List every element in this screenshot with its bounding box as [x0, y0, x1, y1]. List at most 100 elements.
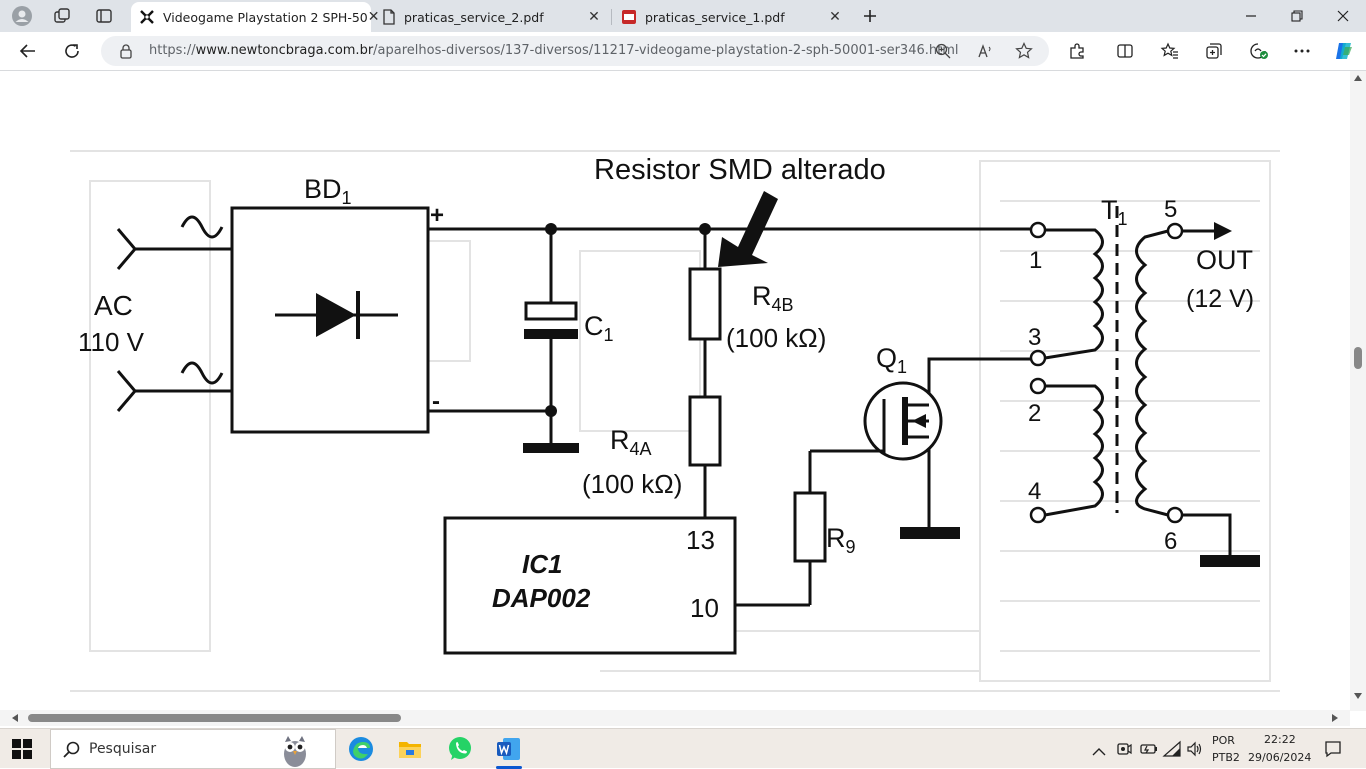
horizontal-scrollbar[interactable]	[0, 710, 1350, 726]
tab-close-icon[interactable]: ✕	[588, 9, 600, 25]
scroll-up-icon[interactable]	[1354, 75, 1362, 81]
vertical-scroll-thumb[interactable]	[1354, 347, 1362, 369]
c1-label: C1	[584, 311, 614, 345]
favorites-icon[interactable]	[1156, 38, 1184, 64]
tab-videogame[interactable]: Videogame Playstation 2 SPH-50 ✕	[131, 2, 379, 32]
diode-symbol	[275, 291, 398, 339]
word-icon[interactable]	[496, 736, 522, 766]
settings-more-icon[interactable]	[1288, 38, 1316, 64]
plus-terminal-label: +	[430, 202, 444, 229]
navigation-bar: https://www.newtoncbraga.com.br/aparelho…	[0, 32, 1366, 70]
browser-essentials-icon[interactable]	[1245, 38, 1273, 64]
tab-title: Videogame Playstation 2 SPH-50	[163, 9, 368, 25]
capacitor-c1	[524, 301, 578, 339]
tab-title: praticas_service_1.pdf	[645, 9, 785, 25]
ic1-label: IC1	[522, 549, 562, 579]
address-bar[interactable]: https://www.newtoncbraga.com.br/aparelho…	[101, 36, 1049, 66]
url-text[interactable]: https://www.newtoncbraga.com.br/aparelho…	[149, 43, 959, 58]
split-screen-icon[interactable]	[1111, 38, 1139, 64]
lock-icon[interactable]	[119, 43, 133, 59]
whatsapp-icon[interactable]	[447, 736, 473, 766]
ac-label: AC	[94, 290, 133, 321]
t1-pin3-label: 3	[1028, 324, 1041, 351]
ic1-box	[443, 516, 737, 655]
vertical-scrollbar[interactable]	[1350, 71, 1366, 711]
show-hidden-icons-icon[interactable]	[1092, 742, 1106, 761]
back-icon[interactable]	[14, 38, 42, 64]
read-aloud-icon[interactable]	[977, 43, 993, 59]
circuit-wires	[116, 227, 1232, 607]
t1-label: T1	[1101, 195, 1128, 229]
taskbar-search-box[interactable]: Pesquisar	[50, 729, 336, 769]
url-path: /aparelhos-diversos/137-diversos/11217-v…	[373, 43, 959, 58]
ground-symbol	[900, 527, 960, 539]
ac-voltage-label: 110 V	[78, 327, 145, 357]
reload-icon[interactable]	[58, 38, 86, 64]
ac-tilde-symbols	[180, 215, 224, 385]
r9-label: R9	[826, 523, 856, 557]
new-tab-icon[interactable]	[858, 4, 882, 28]
file-explorer-icon[interactable]	[397, 736, 423, 766]
resistor-r4a	[688, 395, 722, 467]
collections-icon[interactable]	[1200, 38, 1228, 64]
document-icon	[383, 9, 395, 25]
t1-pin1-label: 1	[1029, 247, 1042, 274]
taskbar: Pesquisar POR PTB2 22:22 29/06/2024	[0, 728, 1366, 769]
tab-praticas-2[interactable]: praticas_service_2.pdf ✕	[374, 2, 610, 32]
tab-separator	[611, 9, 612, 25]
keyboard-layout-label[interactable]: PTB2	[1212, 751, 1240, 764]
battery-icon[interactable]	[1140, 741, 1158, 761]
site-favicon-icon	[140, 10, 154, 24]
annotation-arrow	[718, 191, 778, 267]
horizontal-scroll-thumb[interactable]	[28, 714, 401, 722]
t1-pin4-label: 4	[1028, 478, 1041, 505]
close-window-icon[interactable]	[1320, 0, 1366, 32]
clock-date[interactable]: 29/06/2024	[1248, 751, 1312, 764]
r4b-value: (100 kΩ)	[726, 323, 826, 353]
resistor-r4b	[688, 267, 722, 341]
junction-dots	[545, 223, 711, 417]
ground-symbol	[523, 443, 579, 453]
notifications-icon[interactable]	[1324, 740, 1342, 762]
restore-icon[interactable]	[1274, 0, 1320, 32]
edge-taskbar-icon[interactable]	[348, 736, 374, 766]
extensions-icon[interactable]	[1063, 38, 1091, 64]
input-language-label[interactable]: POR	[1212, 734, 1235, 747]
webcam-icon[interactable]	[1116, 741, 1132, 761]
ic1-pin10-label: 10	[690, 593, 719, 623]
annotation-label: Resistor SMD alterado	[594, 154, 886, 186]
ic1-part-label: DAP002	[492, 583, 591, 613]
q1-label: Q1	[876, 343, 907, 377]
scroll-down-icon[interactable]	[1354, 693, 1362, 699]
scroll-right-icon[interactable]	[1332, 714, 1338, 722]
workspaces-icon[interactable]	[50, 4, 74, 28]
minimize-icon[interactable]	[1228, 0, 1274, 32]
t1-pin6-label: 6	[1164, 528, 1177, 555]
pdf-icon	[622, 10, 636, 24]
tab-strip: Videogame Playstation 2 SPH-50 ✕ pratica…	[0, 0, 1366, 32]
active-app-indicator	[496, 766, 522, 769]
search-icon	[63, 741, 80, 758]
scroll-left-icon[interactable]	[12, 714, 18, 722]
r4a-label: R4A	[610, 425, 652, 459]
transistor-q1	[863, 381, 943, 461]
tab-praticas-1[interactable]: praticas_service_1.pdf ✕	[613, 2, 851, 32]
wifi-icon[interactable]	[1162, 740, 1181, 761]
tab-close-icon[interactable]: ✕	[829, 9, 841, 25]
copilot-icon[interactable]	[1330, 38, 1358, 64]
tab-close-icon[interactable]: ✕	[367, 9, 380, 25]
favorite-star-icon[interactable]	[1015, 42, 1033, 60]
r4b-label: R4B	[752, 281, 794, 315]
profile-icon[interactable]	[10, 4, 34, 28]
bd1-label: BD1	[304, 174, 352, 208]
t1-pin5-label: 5	[1164, 196, 1177, 223]
minus-terminal-label: -	[432, 388, 440, 415]
resistor-r9	[793, 491, 827, 563]
volume-icon[interactable]	[1186, 741, 1204, 761]
clock-time[interactable]: 22:22	[1264, 733, 1296, 746]
zoom-icon[interactable]	[935, 43, 951, 59]
output-label: OUT	[1196, 245, 1253, 275]
start-windows-icon[interactable]	[12, 739, 32, 763]
transformer-t1	[1029, 206, 1232, 524]
tab-actions-icon[interactable]	[92, 4, 116, 28]
